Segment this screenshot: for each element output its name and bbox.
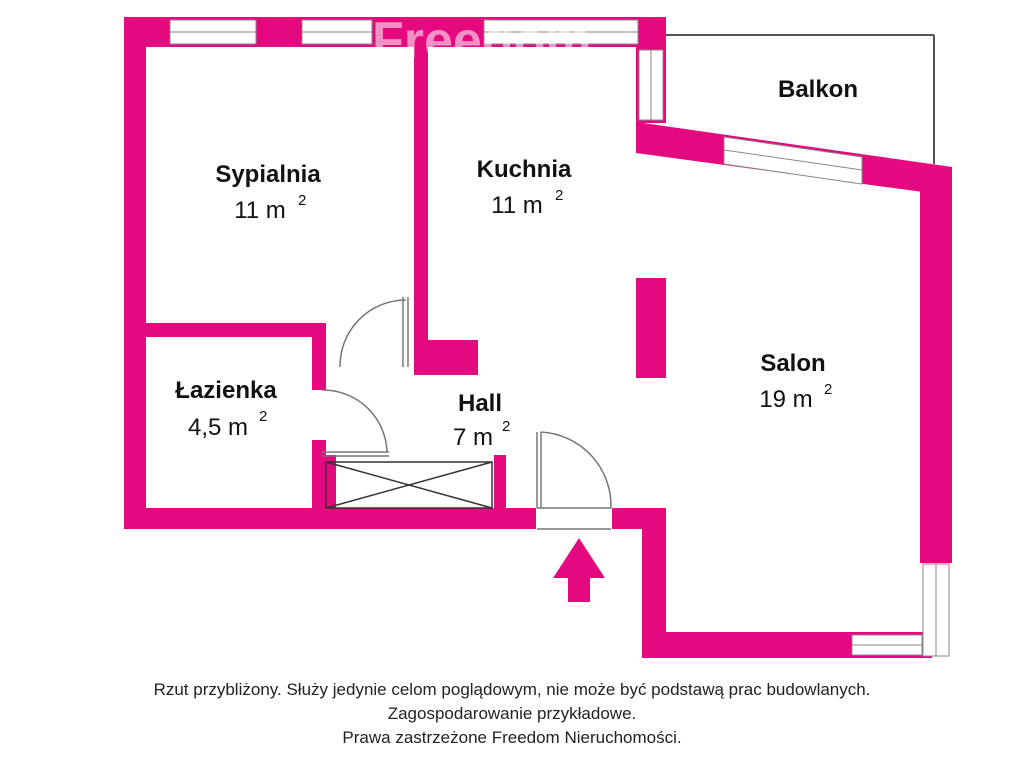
room-area-sup: 2	[555, 187, 563, 204]
bathroom-door-swing	[321, 389, 388, 453]
room-area: 11 m	[491, 192, 543, 219]
entrance-arrow-icon	[553, 538, 605, 602]
room-name: Łazienka	[175, 377, 277, 404]
room-sypialnia: Sypialnia 11 m 2	[215, 161, 321, 224]
room-area: 19 m	[759, 386, 812, 413]
disclaimer-line-3: Prawa zastrzeżone Freedom Nieruchomości.	[342, 728, 682, 747]
bedroom-door-swing	[339, 299, 407, 368]
room-area-sup: 2	[824, 381, 832, 398]
room-area-sup: 2	[259, 408, 267, 425]
room-area-sup: 2	[502, 418, 510, 435]
room-hall: Hall 7 m 2	[453, 390, 510, 451]
room-kuchnia: Kuchnia 11 m 2	[477, 156, 572, 219]
room-name: Kuchnia	[477, 156, 572, 183]
room-salon: Salon 19 m 2	[759, 350, 832, 413]
room-name: Sypialnia	[215, 161, 321, 188]
room-area: 7 m	[453, 424, 493, 451]
room-name: Hall	[458, 390, 502, 417]
room-lazienka: Łazienka 4,5 m 2	[175, 377, 277, 441]
disclaimer-line-1: Rzut przybliżony. Służy jedynie celom po…	[153, 680, 871, 699]
room-area: 11 m	[234, 197, 286, 224]
disclaimer-line-2: Zagospodarowanie przykładowe.	[387, 704, 637, 723]
room-name: Salon	[760, 350, 825, 377]
windows	[169, 19, 950, 657]
balcony-label: Balkon	[778, 76, 858, 103]
disclaimer: Rzut przybliżony. Służy jedynie celom po…	[0, 678, 1024, 750]
window-lines	[170, 31, 937, 656]
entrance-door-swing	[540, 431, 612, 509]
doors	[321, 297, 612, 530]
balcony-outline	[666, 34, 935, 164]
room-area-sup: 2	[298, 192, 306, 209]
watermark: Freedom	[372, 12, 592, 70]
closet	[325, 461, 493, 509]
walls	[124, 17, 952, 658]
room-area: 4,5 m	[188, 414, 248, 441]
